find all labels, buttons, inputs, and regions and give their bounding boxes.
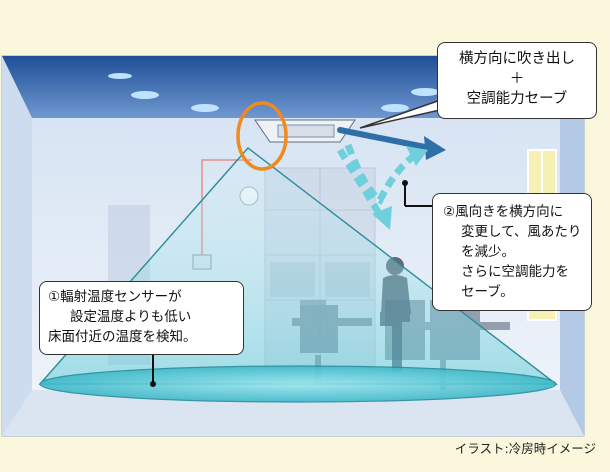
left-wall <box>2 56 32 436</box>
airflow-down-arrow-icon <box>337 148 383 217</box>
callout-radiant-sensor: ①輻射温度センサーが 設定温度よりも低い 床面付近の温度を検知。 <box>39 281 244 355</box>
airflow-horizontal-arrow-icon <box>337 127 446 160</box>
airflow-swirl-arrowhead-icon <box>406 146 428 166</box>
callout-right-line-5: セーブ。 <box>461 284 514 300</box>
callout-left-line-1: ①輻射温度センサーが <box>48 289 182 305</box>
callout-horizontal-airflow: 横方向に吹き出し ＋ 空調能力セーブ <box>437 42 597 119</box>
callout-right-line-3: を減少。 <box>461 244 515 260</box>
ceiling-air-conditioner-icon <box>254 119 356 143</box>
floor-detection-area <box>39 365 557 403</box>
callout-wind-direction: ②風向きを横方向に 変更して、風あたり を減少。 さらに空調能力を セーブ。 <box>432 193 592 311</box>
callout-right-line-4: さらに空調能力を <box>461 264 569 280</box>
callout-left-line-2: 設定温度よりも低い <box>70 309 192 325</box>
radiant-sensor-highlight-icon <box>236 101 288 171</box>
callout-top-line-1: 横方向に吹き出し <box>459 51 575 67</box>
callout-top-line-2: ＋ <box>509 71 525 87</box>
callout-right-line-1: ②風向きを横方向に <box>443 204 564 220</box>
illustration-caption: イラスト:冷房時イメージ <box>454 441 596 456</box>
callout-left-line-3: 床面付近の温度を検知。 <box>48 329 197 345</box>
airflow-down-arrowhead-icon <box>372 206 392 230</box>
callout-right-line-2: 変更して、風あたり <box>461 224 582 240</box>
airflow-swirl-arrow-icon <box>344 143 418 206</box>
callout-top-line-3: 空調能力セーブ <box>466 91 568 107</box>
floor <box>2 390 584 436</box>
